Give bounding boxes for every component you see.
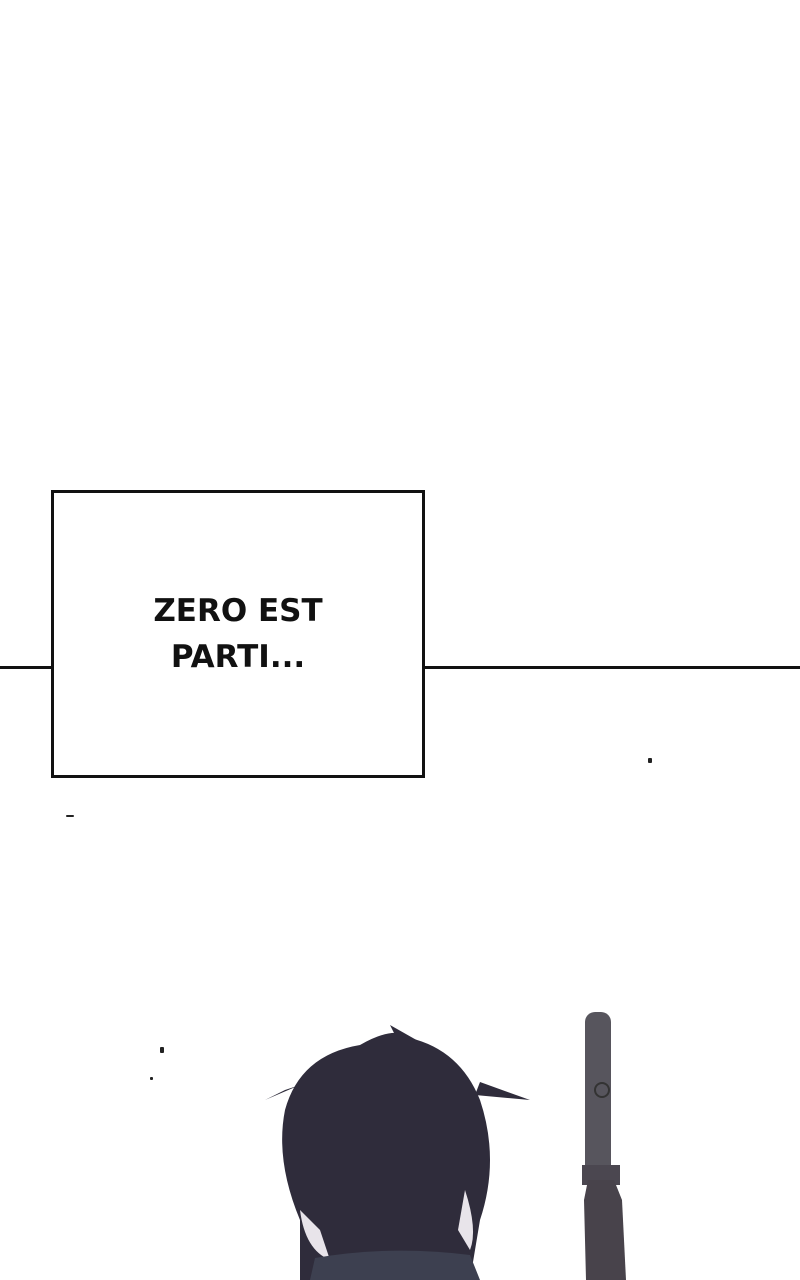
staff-illustration — [582, 1012, 626, 1280]
character-illustration — [265, 1012, 626, 1280]
narration-caption-box: ZERO EST PARTI... — [51, 490, 425, 778]
ink-speck — [150, 1077, 153, 1080]
caption-text: ZERO EST PARTI... — [153, 593, 323, 675]
head-illustration — [265, 1025, 530, 1280]
ink-speck — [648, 758, 652, 763]
ink-speck — [160, 1047, 164, 1053]
ink-speck — [66, 815, 74, 817]
